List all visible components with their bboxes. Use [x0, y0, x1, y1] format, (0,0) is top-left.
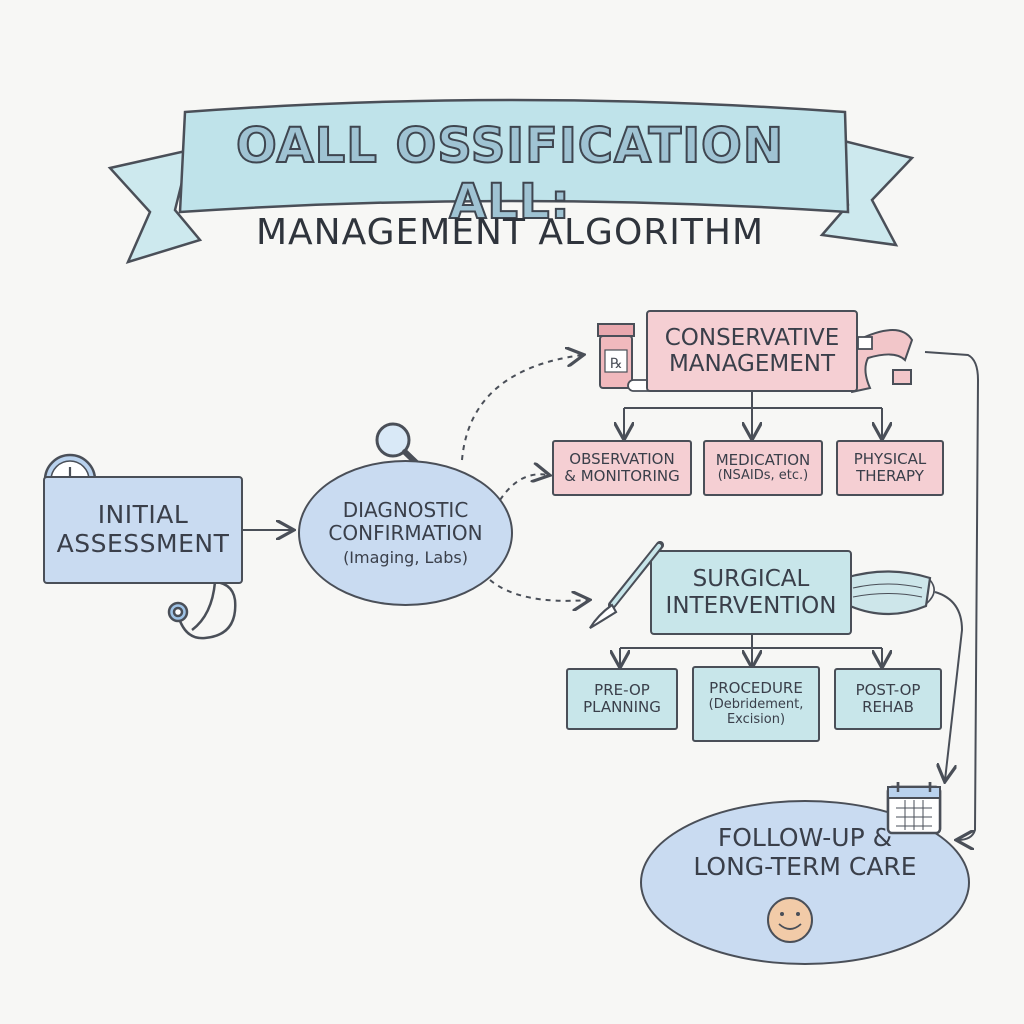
face-mask-icon — [840, 570, 935, 616]
follow-up-care-node: FOLLOW-UP & LONG-TERM CARE — [640, 800, 970, 965]
procedure-node: PROCEDURE (Debridement, Excision) — [692, 666, 820, 742]
diagnostic-line-1: DIAGNOSTIC — [342, 497, 469, 522]
diagram-title: OALL OSSIFICATION ALL: — [235, 117, 785, 231]
title-banner — [107, 98, 915, 264]
procedure-line-2: (Debridement, — [708, 696, 804, 712]
connectors — [243, 352, 980, 840]
physical-therapy-node: PHYSICAL THERAPY — [836, 440, 944, 496]
medication-line-2: (NSAIDs, etc.) — [717, 468, 809, 484]
procedure-line-1: PROCEDURE — [709, 679, 803, 698]
surgical-intervention-node: SURGICAL INTERVENTION — [650, 550, 852, 635]
surgical-line-1: SURGICAL — [692, 566, 810, 593]
svg-text:℞: ℞ — [610, 356, 623, 372]
followup-line-2: LONG-TERM CARE — [693, 851, 917, 881]
medication-node: MEDICATION (NSAIDs, etc.) — [703, 440, 823, 496]
conservative-management-node: CONSERVATIVE MANAGEMENT — [646, 310, 858, 392]
initial-assessment-line-2: ASSESSMENT — [56, 529, 230, 558]
postop-line-2: REHAB — [862, 698, 914, 716]
preop-line-2: PLANNING — [583, 698, 661, 716]
diagnostic-line-3: (Imaging, Labs) — [343, 547, 468, 567]
observation-line-1: OBSERVATION — [569, 449, 675, 468]
observation-monitoring-node: OBSERVATION & MONITORING — [552, 440, 692, 496]
pre-op-planning-node: PRE-OP PLANNING — [566, 668, 678, 730]
medication-line-1: MEDICATION — [715, 450, 811, 469]
diagram-subtitle: MANAGEMENT ALGORITHM — [255, 212, 765, 253]
diagnostic-confirmation-node: DIAGNOSTIC CONFIRMATION (Imaging, Labs) — [298, 460, 513, 606]
procedure-line-3: Excision) — [726, 711, 786, 727]
initial-assessment-node: INITIAL ASSESSMENT — [43, 476, 243, 584]
stethoscope-icon — [167, 580, 237, 640]
conservative-line-2: MANAGEMENT — [668, 351, 836, 377]
diagnostic-line-2: CONFIRMATION — [328, 520, 483, 545]
preop-line-1: PRE-OP — [594, 680, 650, 699]
initial-assessment-line-1: INITIAL — [97, 500, 189, 530]
postop-line-1: POST-OP — [855, 680, 921, 699]
post-op-rehab-node: POST-OP REHAB — [834, 668, 942, 730]
surgical-line-2: INTERVENTION — [665, 592, 837, 619]
physical-line-2: THERAPY — [856, 467, 924, 485]
conservative-line-1: CONSERVATIVE — [664, 324, 840, 351]
pill-bottle-icon: ℞ — [597, 323, 655, 392]
physical-line-1: PHYSICAL — [853, 449, 927, 468]
followup-line-1: FOLLOW-UP & — [717, 823, 893, 852]
observation-line-2: & MONITORING — [564, 467, 680, 485]
